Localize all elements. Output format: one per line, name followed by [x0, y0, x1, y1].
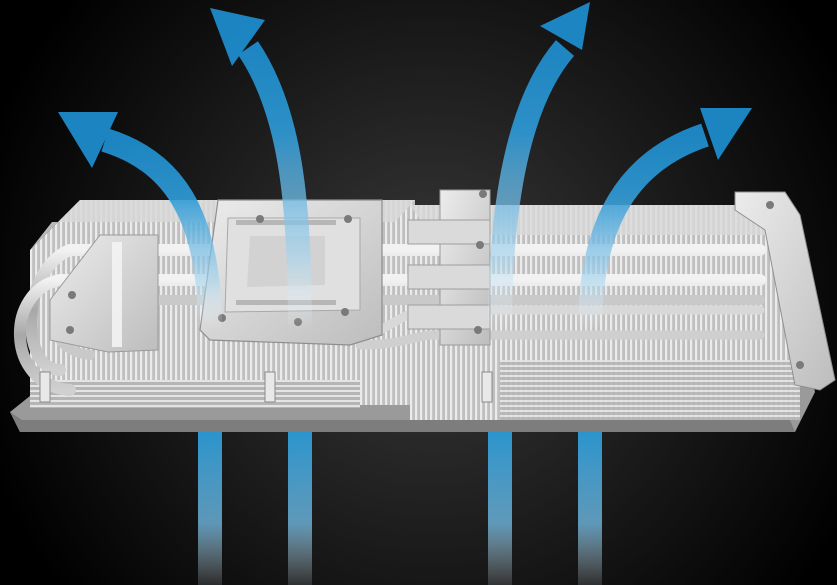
- standoffs: [39, 371, 493, 403]
- vram-bracket-left: [49, 234, 159, 353]
- screw-icon: [474, 326, 482, 334]
- curved-up-arrow-icon: [488, 2, 590, 331]
- screw-icon: [344, 215, 352, 223]
- screw-icon: [341, 308, 349, 316]
- exhaust-airflow-arrows: [58, 2, 752, 331]
- intake-beam: [198, 430, 222, 585]
- intake-beam: [288, 430, 312, 585]
- screw-icon: [479, 190, 487, 198]
- screw-icon: [68, 291, 76, 299]
- screw-icon: [766, 201, 774, 209]
- screw-icon: [796, 361, 804, 369]
- curved-up-arrow-icon: [578, 108, 752, 331]
- screw-icon: [66, 326, 74, 334]
- screw-icon: [256, 215, 264, 223]
- intake-air-streams: [198, 430, 602, 585]
- vrm-bracket: [407, 189, 491, 346]
- curved-up-arrow-icon: [210, 8, 312, 331]
- screw-icon: [476, 241, 484, 249]
- end-bracket-right: [734, 191, 836, 391]
- curved-up-arrow-icon: [58, 112, 222, 331]
- intake-beam: [578, 430, 602, 585]
- intake-beam: [488, 430, 512, 585]
